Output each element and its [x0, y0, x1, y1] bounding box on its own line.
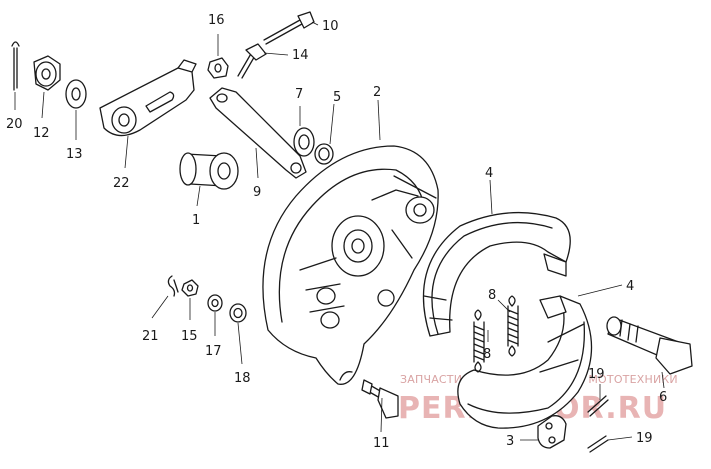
- label-5: 5: [333, 90, 341, 105]
- label-3: 3: [506, 434, 514, 449]
- label-19a: 19: [588, 367, 605, 382]
- part-18-washer: [229, 303, 247, 323]
- label-1: 1: [192, 213, 200, 228]
- part-21-clip: [167, 275, 179, 297]
- part-5-o-ring: [314, 143, 334, 165]
- part-6-camshaft: [606, 316, 693, 375]
- label-6: 6: [659, 390, 667, 405]
- label-4b: 4: [626, 279, 634, 294]
- part-16-nut: [207, 57, 229, 79]
- label-20: 20: [6, 117, 23, 132]
- label-2: 2: [373, 85, 381, 100]
- part-9-brake-arm: [209, 87, 307, 179]
- label-19b: 19: [636, 431, 653, 446]
- part-13-washer: [65, 79, 87, 109]
- part-3-plate: [537, 415, 567, 449]
- part-8-spring-upper: [507, 295, 519, 357]
- part-10-long-bolt: [263, 11, 315, 45]
- label-22: 22: [113, 176, 130, 191]
- label-18: 18: [234, 371, 251, 386]
- label-10: 10: [322, 19, 339, 34]
- label-8b: 8: [483, 347, 491, 362]
- label-4a: 4: [485, 166, 493, 181]
- part-14-bolt: [237, 43, 267, 79]
- part-4-brake-shoe-upper: [422, 211, 571, 337]
- part-8-spring-lower: [473, 309, 485, 373]
- part-1-bushing: [179, 152, 239, 190]
- part-7-seal: [293, 127, 315, 157]
- part-2-brake-panel: [262, 145, 439, 385]
- part-22-torque-link: [99, 59, 197, 137]
- label-9: 9: [253, 185, 261, 200]
- part-11-anchor-pin: [361, 379, 399, 419]
- part-17-washer: [207, 294, 223, 312]
- part-20-cotter-pin: [11, 41, 20, 91]
- label-13: 13: [66, 147, 83, 162]
- label-16: 16: [208, 13, 225, 28]
- label-11: 11: [373, 436, 390, 451]
- part-19-pin-lower: [587, 435, 609, 453]
- part-12-castle-nut: [33, 55, 61, 91]
- label-14: 14: [292, 48, 309, 63]
- label-15: 15: [181, 329, 198, 344]
- label-7: 7: [295, 87, 303, 102]
- label-21: 21: [142, 329, 159, 344]
- part-19-pin-upper: [587, 395, 609, 417]
- part-15-nut: [181, 279, 199, 297]
- label-8a: 8: [488, 288, 496, 303]
- label-17: 17: [205, 344, 222, 359]
- label-12: 12: [33, 126, 50, 141]
- part-4-brake-shoe-lower: [457, 295, 593, 429]
